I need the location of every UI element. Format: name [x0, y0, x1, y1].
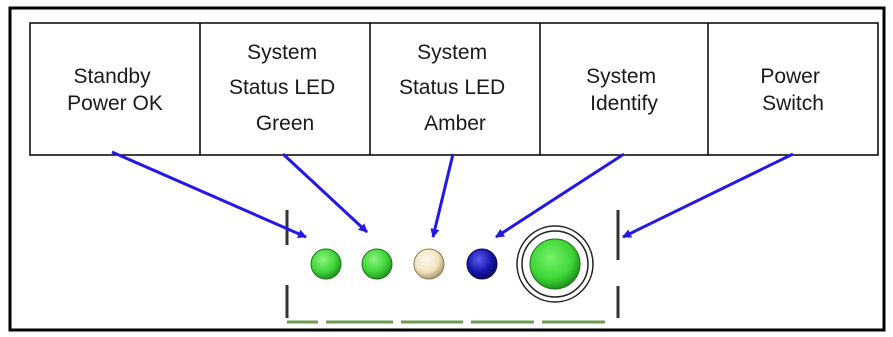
label-power-switch: Power Switch	[760, 65, 825, 115]
label-table: Standby Power OK System Status LED Green…	[29, 22, 879, 156]
label-line: Power	[760, 65, 820, 88]
arrow-standby-power-ok	[111, 150, 307, 239]
label-line: Status LED	[229, 76, 335, 99]
label-standby-power-ok: Standby Power OK	[67, 65, 163, 115]
label-line: System	[417, 41, 487, 64]
front-panel-bezel	[285, 210, 620, 324]
power-switch-button[interactable]	[516, 225, 594, 303]
status-led-green	[361, 248, 393, 280]
label-status-led-green: System Status LED Green	[229, 41, 341, 135]
label-line: Switch	[762, 92, 824, 115]
standby-power-led	[310, 248, 342, 280]
label-line: Identify	[590, 92, 658, 115]
label-table-border	[29, 22, 879, 156]
arrow-status-led-amber	[430, 153, 455, 238]
identify-led	[466, 248, 498, 280]
label-system-identify: System Identify	[586, 65, 662, 115]
label-line: Amber	[424, 112, 486, 135]
label-line: System	[247, 41, 317, 64]
label-line: Status LED	[399, 76, 505, 99]
label-line: Power OK	[67, 92, 163, 115]
label-line: Standby	[74, 65, 152, 88]
label-line: System	[586, 65, 656, 88]
arrow-system-identify	[495, 152, 625, 239]
status-led-amber	[413, 248, 445, 280]
label-status-led-amber: System Status LED Amber	[399, 41, 511, 135]
label-line: Green	[256, 112, 314, 135]
arrow-status-led-green	[281, 152, 369, 234]
arrow-power-switch	[622, 152, 794, 239]
power-button-face[interactable]	[529, 238, 581, 290]
